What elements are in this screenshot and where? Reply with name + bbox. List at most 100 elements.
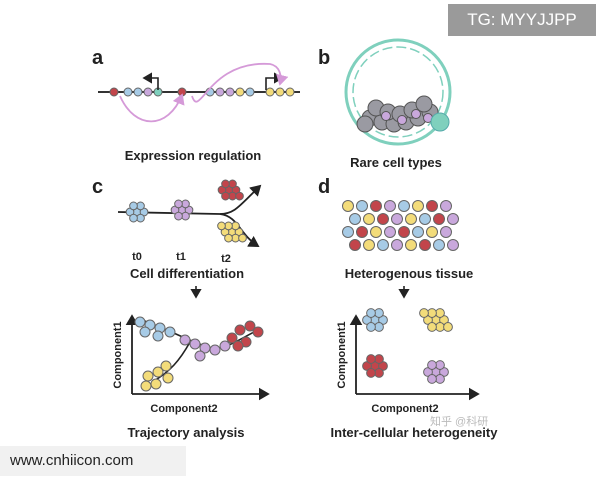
timepoint-t2: t2 [221, 253, 231, 265]
tissue-cell-red [377, 213, 389, 225]
dna-bead [225, 87, 235, 97]
panel-a: a Expression regulation [92, 47, 300, 163]
d-plot-point-yellow [427, 322, 437, 332]
cluster-t1-cell [174, 211, 183, 221]
c-plot-point-purple [194, 350, 206, 362]
tissue-ring-inner [352, 46, 444, 138]
tissue-cell-purple [440, 200, 452, 212]
c-plot-point-purple [219, 340, 231, 352]
dna-bead [245, 87, 255, 97]
panel-a-letter: a [92, 47, 104, 69]
d-plot-xlabel: Component2 [371, 403, 438, 415]
d-plot-point-blue [374, 308, 384, 318]
tissue-cell-red [356, 226, 368, 238]
c-plot-point-yellow [150, 378, 162, 390]
c-plot-point-blue [152, 330, 164, 342]
dna-bead [109, 87, 119, 97]
dna-bead [275, 87, 285, 97]
c-plot-point-purple [189, 338, 201, 350]
d-plot-point-blue [366, 308, 376, 318]
cluster-t2-upper-cell [221, 179, 230, 189]
tissue-cell-purple [447, 213, 459, 225]
cluster-t0-cell [129, 213, 138, 223]
tissue-cell-blue [342, 226, 354, 238]
cluster-t2-lower-cell [217, 221, 226, 231]
c-plot-point-yellow [160, 360, 172, 372]
tissue-cell-yellow [342, 200, 354, 212]
tissue-cell-yellow [363, 239, 375, 251]
watermark-text: 知乎 @科研 [430, 414, 488, 428]
panel-d-letter: d [318, 176, 330, 198]
tissue-cell-red [349, 239, 361, 251]
c-plot-point-yellow [140, 380, 152, 392]
regulation-loop-2 [191, 63, 289, 103]
c-plot-point-yellow [142, 370, 154, 382]
d-plot-point-purple [435, 374, 445, 384]
rare-cell [411, 109, 421, 119]
tissue-cell-red [419, 239, 431, 251]
d-plot-point-yellow [443, 322, 453, 332]
tissue-cell-blue [356, 200, 368, 212]
d-plot-point-yellow [435, 308, 445, 318]
d-plot-point-purple [427, 374, 437, 384]
promoter-arrow-left [142, 72, 159, 90]
c-plot-point-blue [134, 316, 146, 328]
d-plot-point-red [374, 368, 384, 378]
tissue-cell-yellow [370, 226, 382, 238]
c-plot-point-blue [164, 326, 176, 338]
d-plot-ylabel: Component1 [336, 321, 348, 388]
timepoint-t1: t1 [176, 251, 186, 263]
tissue-cell-purple [440, 226, 452, 238]
dna-bead [235, 87, 245, 97]
cluster-t0-cell [129, 201, 138, 211]
tissue-cell-blue [419, 213, 431, 225]
panel-b-letter: b [318, 47, 330, 69]
d-plot-point-yellow [419, 308, 429, 318]
tissue-cell-yellow [405, 239, 417, 251]
rare-cell [381, 111, 391, 121]
tissue-cell-purple [384, 200, 396, 212]
tissue-cell-purple [384, 226, 396, 238]
heterogenous-tissue-cells [342, 200, 459, 251]
tissue-cell-purple [391, 213, 403, 225]
c-plot-point-purple [209, 344, 221, 356]
tissue-cell-yellow [363, 213, 375, 225]
c-plot-ylabel: Component1 [112, 321, 124, 388]
c-plot-points [134, 316, 264, 392]
panel-c: c t0 t1 t2 Cell differentiation Componen… [92, 176, 270, 440]
c-plot-xlabel: Component2 [150, 403, 217, 415]
panel-c-caption: Cell differentiation [130, 266, 244, 281]
panel-d-plot-caption: Inter-cellular heterogeneity [331, 425, 499, 440]
rare-cell-cluster [356, 95, 450, 133]
panel-d-caption: Heterogenous tissue [345, 266, 474, 281]
tissue-cell [356, 115, 374, 133]
cluster-t1-cell [174, 199, 183, 209]
cluster-t2-upper-cell [235, 191, 244, 201]
tissue-cell [415, 95, 433, 113]
boundary-cell [430, 112, 450, 132]
tissue-cell-yellow [426, 226, 438, 238]
d-plot-point-red [366, 368, 376, 378]
tissue-cell-yellow [405, 213, 417, 225]
c-plot-point-blue [139, 326, 151, 338]
panel-c-letter: c [92, 176, 103, 198]
c-plot-point-red [244, 320, 256, 332]
tissue-cell-yellow [412, 200, 424, 212]
cluster-t2-upper-cell [221, 191, 230, 201]
dna-bead [177, 87, 187, 97]
d-plot-point-blue [374, 322, 384, 332]
cluster-t2-lower-cell [238, 233, 247, 243]
dna-bead [143, 87, 153, 97]
tissue-cell-blue [349, 213, 361, 225]
tissue-cell-red [370, 200, 382, 212]
cluster-t2-lower-cell [224, 233, 233, 243]
differentiation-clusters [125, 179, 247, 243]
regulation-loop-1 [119, 93, 185, 123]
d-plot-point-blue [366, 322, 376, 332]
panel-d: d Heterogenous tissue Component1 Compone… [318, 176, 498, 440]
timepoint-t0: t0 [132, 251, 142, 263]
dna-bead [265, 87, 275, 97]
dna-bead [123, 87, 133, 97]
tissue-cell-red [426, 200, 438, 212]
